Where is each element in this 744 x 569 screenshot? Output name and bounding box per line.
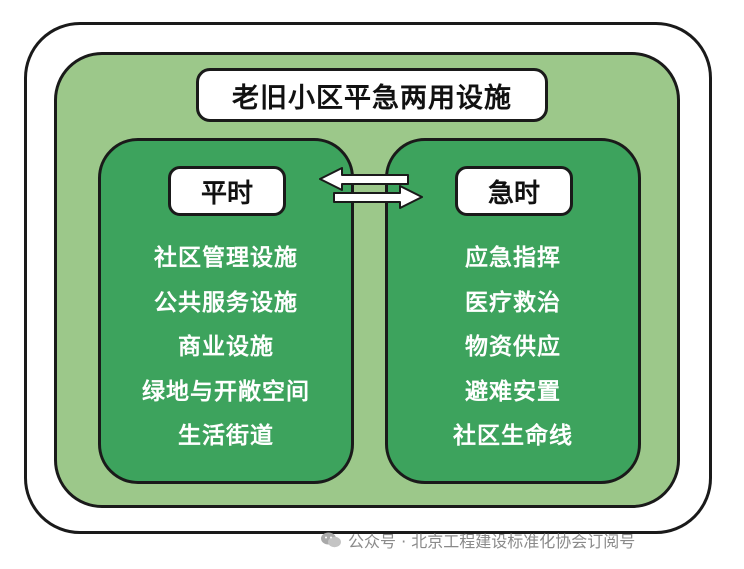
emergency-item: 社区生命线: [453, 423, 573, 449]
normal-item: 社区管理设施: [154, 245, 298, 271]
normal-item: 商业设施: [178, 334, 274, 360]
normal-time-list: 社区管理设施 公共服务设施 商业设施 绿地与开敞空间 生活街道: [101, 236, 351, 459]
emergency-item: 医疗救治: [465, 289, 561, 316]
bidirectional-arrows-icon: [319, 167, 423, 209]
watermark-text: 公众号 · 北京工程建设标准化协会订阅号: [348, 532, 636, 551]
wechat-icon: [321, 532, 341, 548]
watermark: 公众号 · 北京工程建设标准化协会订阅号: [320, 527, 635, 553]
normal-time-panel: 平时 社区管理设施 公共服务设施 商业设施 绿地与开敞空间 生活街道: [98, 138, 354, 484]
diagram-title: 老旧小区平急两用设施: [196, 68, 548, 122]
emergency-item: 应急指挥: [465, 245, 561, 271]
emergency-time-list: 应急指挥 医疗救治 物资供应 避难安置 社区生命线: [388, 236, 638, 459]
normal-time-heading: 平时: [168, 166, 286, 216]
emergency-item: 避难安置: [465, 378, 561, 405]
emergency-item: 物资供应: [465, 334, 561, 360]
left-arrow-icon: [319, 167, 409, 191]
emergency-time-panel: 急时 应急指挥 医疗救治 物资供应 避难安置 社区生命线: [385, 138, 641, 484]
emergency-time-heading: 急时: [455, 166, 573, 216]
right-arrow-icon: [333, 185, 423, 209]
normal-item: 公共服务设施: [154, 289, 298, 316]
normal-item: 生活街道: [178, 423, 274, 449]
normal-item: 绿地与开敞空间: [142, 378, 310, 405]
